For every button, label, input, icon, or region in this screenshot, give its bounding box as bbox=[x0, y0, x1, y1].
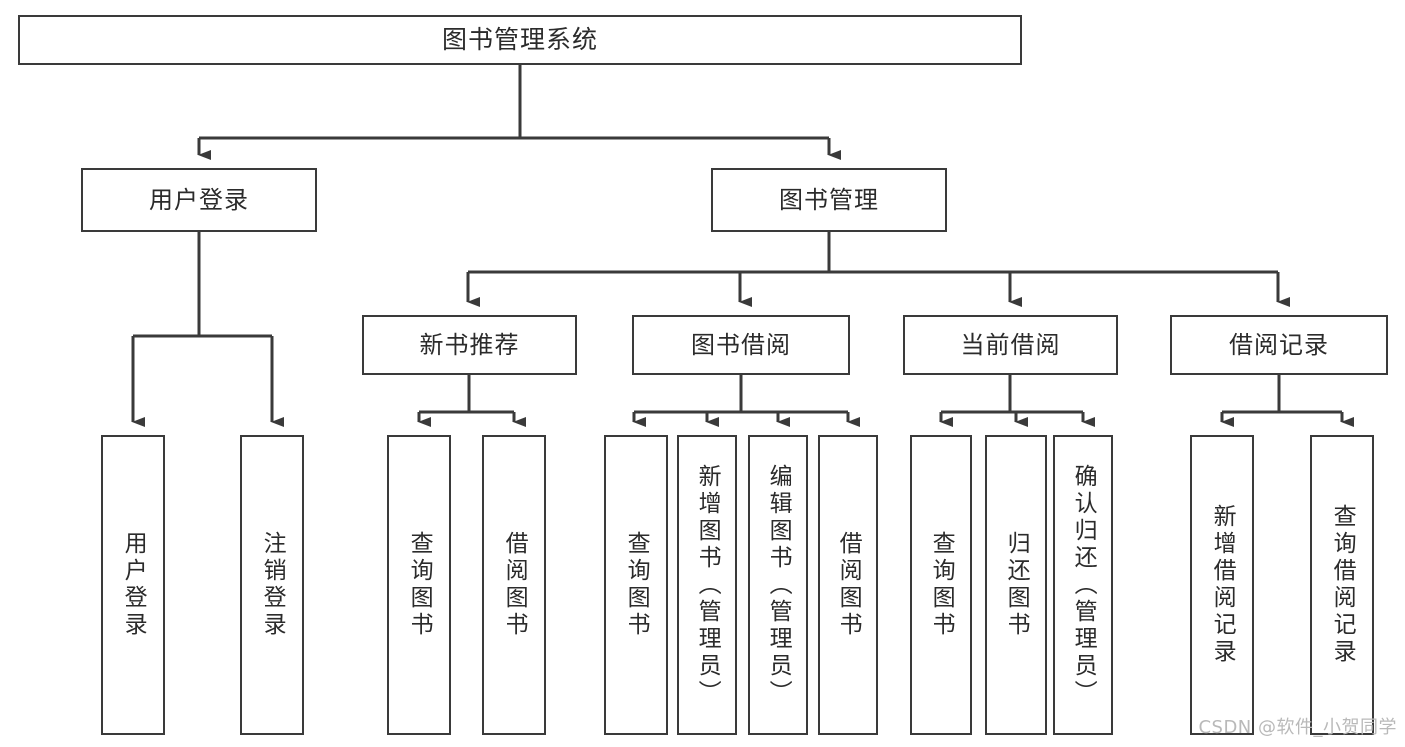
node-user-login[interactable]: 用户登录 bbox=[81, 168, 317, 232]
leaf-label: 查询图书 bbox=[406, 531, 433, 639]
leaf-borrow-book[interactable]: 借阅图书 bbox=[818, 435, 878, 735]
node-book-borrow[interactable]: 图书借阅 bbox=[632, 315, 850, 375]
leaf-return-book[interactable]: 归还图书 bbox=[985, 435, 1047, 735]
leaf-query-borrow-record[interactable]: 查询借阅记录 bbox=[1310, 435, 1374, 735]
leaf-user-login[interactable]: 用户登录 bbox=[101, 435, 165, 735]
leaf-label: 查询图书 bbox=[623, 531, 650, 639]
leaf-label: 编辑图书（管理员） bbox=[765, 463, 792, 707]
leaf-label: 查询借阅记录 bbox=[1329, 504, 1356, 666]
leaf-add-borrow-record[interactable]: 新增借阅记录 bbox=[1190, 435, 1254, 735]
leaf-user-logout[interactable]: 注销登录 bbox=[240, 435, 304, 735]
node-user-login-label: 用户登录 bbox=[149, 185, 249, 214]
leaf-label: 归还图书 bbox=[1003, 531, 1030, 639]
node-borrow-record-label: 借阅记录 bbox=[1229, 330, 1329, 359]
node-new-book-recommend-label: 新书推荐 bbox=[419, 330, 520, 359]
node-book-borrow-label: 图书借阅 bbox=[691, 330, 791, 359]
node-borrow-record[interactable]: 借阅记录 bbox=[1170, 315, 1388, 375]
leaf-query-book-borrow[interactable]: 查询图书 bbox=[604, 435, 668, 735]
leaf-query-book-current[interactable]: 查询图书 bbox=[910, 435, 972, 735]
node-book-management[interactable]: 图书管理 bbox=[711, 168, 947, 232]
leaf-add-book-admin[interactable]: 新增图书（管理员） bbox=[677, 435, 737, 735]
node-book-management-label: 图书管理 bbox=[779, 185, 879, 214]
node-root-label: 图书管理系统 bbox=[441, 25, 598, 54]
leaf-label: 查询图书 bbox=[928, 531, 955, 639]
leaf-label: 借阅图书 bbox=[501, 531, 528, 639]
node-root[interactable]: 图书管理系统 bbox=[18, 15, 1022, 65]
leaf-label: 新增图书（管理员） bbox=[694, 463, 721, 707]
leaf-label: 借阅图书 bbox=[835, 531, 862, 639]
leaf-label: 确认归还（管理员） bbox=[1070, 463, 1097, 707]
leaf-label: 用户登录 bbox=[120, 531, 147, 639]
leaf-query-book-recommend[interactable]: 查询图书 bbox=[387, 435, 451, 735]
node-new-book-recommend[interactable]: 新书推荐 bbox=[362, 315, 577, 375]
node-current-borrow-label: 当前借阅 bbox=[960, 330, 1061, 359]
leaf-label: 新增借阅记录 bbox=[1209, 504, 1236, 666]
leaf-label: 注销登录 bbox=[259, 531, 286, 639]
leaf-borrow-book-recommend[interactable]: 借阅图书 bbox=[482, 435, 546, 735]
node-current-borrow[interactable]: 当前借阅 bbox=[903, 315, 1118, 375]
leaf-confirm-return-admin[interactable]: 确认归还（管理员） bbox=[1053, 435, 1113, 735]
leaf-edit-book-admin[interactable]: 编辑图书（管理员） bbox=[748, 435, 808, 735]
csdn-watermark: CSDN @软件_小贺同学 bbox=[1198, 717, 1397, 738]
